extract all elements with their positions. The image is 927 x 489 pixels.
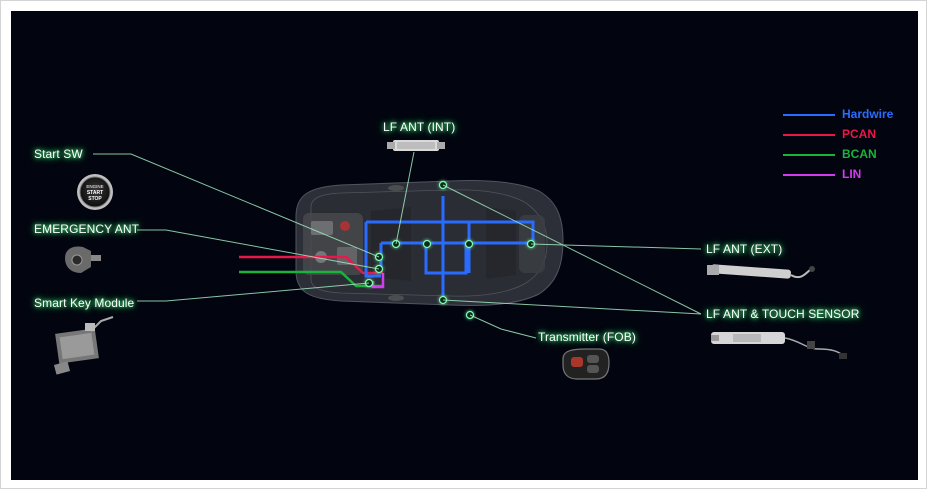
legend-swatch-hardwire [783, 114, 835, 116]
start-button-text-2: START [87, 190, 103, 196]
wiring-hardwire [364, 196, 535, 301]
emergency-ant-part [65, 246, 101, 273]
legend-label-hardwire: Hardwire [842, 107, 894, 121]
lf-ant-ext-part [707, 264, 815, 279]
legend-item-hardwire: Hardwire [783, 107, 903, 123]
legend-label-pcan: PCAN [842, 127, 877, 141]
wiring-lin [371, 273, 385, 289]
transmitter-fob-part [562, 348, 610, 380]
system-diagram: ENGINE START STOP [53, 140, 847, 380]
label-start-sw: Start SW [34, 147, 83, 161]
label-smart-key-module: Smart Key Module [34, 296, 135, 310]
start-button-text-1: ENGINE [86, 184, 103, 189]
legend-item-bcan: BCAN [783, 147, 903, 163]
legend-swatch-lin [783, 174, 835, 176]
label-lf-ant-ext: LF ANT (EXT) [706, 242, 783, 256]
start-button-part: ENGINE START STOP [77, 174, 113, 210]
label-transmitter-fob: Transmitter (FOB) [538, 330, 636, 344]
label-lf-ant-int: LF ANT (INT) [383, 120, 456, 134]
lf-ant-touch-sensor-part [711, 332, 847, 359]
start-button-text-3: STOP [88, 196, 102, 202]
label-emergency-ant: EMERGENCY ANT [34, 222, 140, 236]
lf-ant-int-part [387, 140, 445, 151]
legend-swatch-pcan [783, 134, 835, 136]
legend-swatch-bcan [783, 154, 835, 156]
label-lf-ant-touch-sensor: LF ANT & TOUCH SENSOR [706, 307, 860, 321]
legend-label-bcan: BCAN [842, 147, 877, 161]
legend-item-pcan: PCAN [783, 127, 903, 143]
leader-lines [93, 151, 702, 339]
legend-item-lin: LIN [783, 167, 903, 183]
diagram-panel: ENGINE START STOP LF ANT ( [11, 11, 918, 480]
legend-label-lin: LIN [842, 167, 862, 181]
smart-key-module-part [53, 316, 114, 375]
